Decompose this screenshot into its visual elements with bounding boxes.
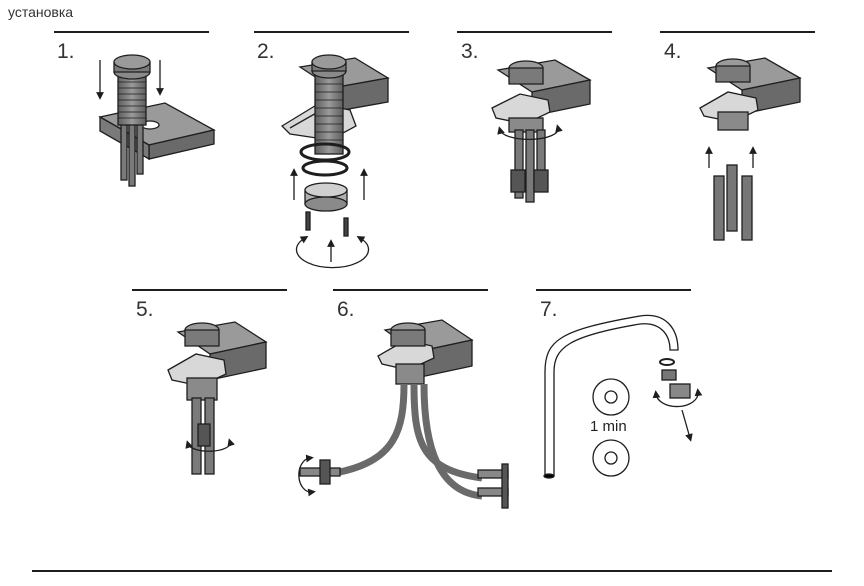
step-5-divider [132,289,287,291]
step-7-divider [536,289,691,291]
step-3-illustration [491,59,592,203]
step-7-illustration: 1 min [543,314,703,479]
footer-divider [32,570,832,572]
step-2-number: 2. [257,40,275,63]
step-1-divider [54,31,209,33]
step-6-divider [333,289,488,291]
step-5-number: 5. [136,298,154,321]
step-4-number: 4. [664,40,682,63]
step-4-illustration [699,57,802,241]
step-7-number: 7. [540,298,558,321]
page-title: установка [8,4,74,20]
step-3-number: 3. [461,40,479,63]
duration-label: 1 min [590,418,627,435]
step-5-illustration [167,321,268,475]
step-6-illustration [298,319,509,509]
step-6-number: 6. [337,298,355,321]
step-3-divider [457,31,612,33]
step-2-divider [254,31,409,33]
step-1-number: 1. [57,40,75,63]
step-1-illustration [96,54,216,187]
step-2-illustration [280,54,390,269]
step-4-divider [660,31,815,33]
